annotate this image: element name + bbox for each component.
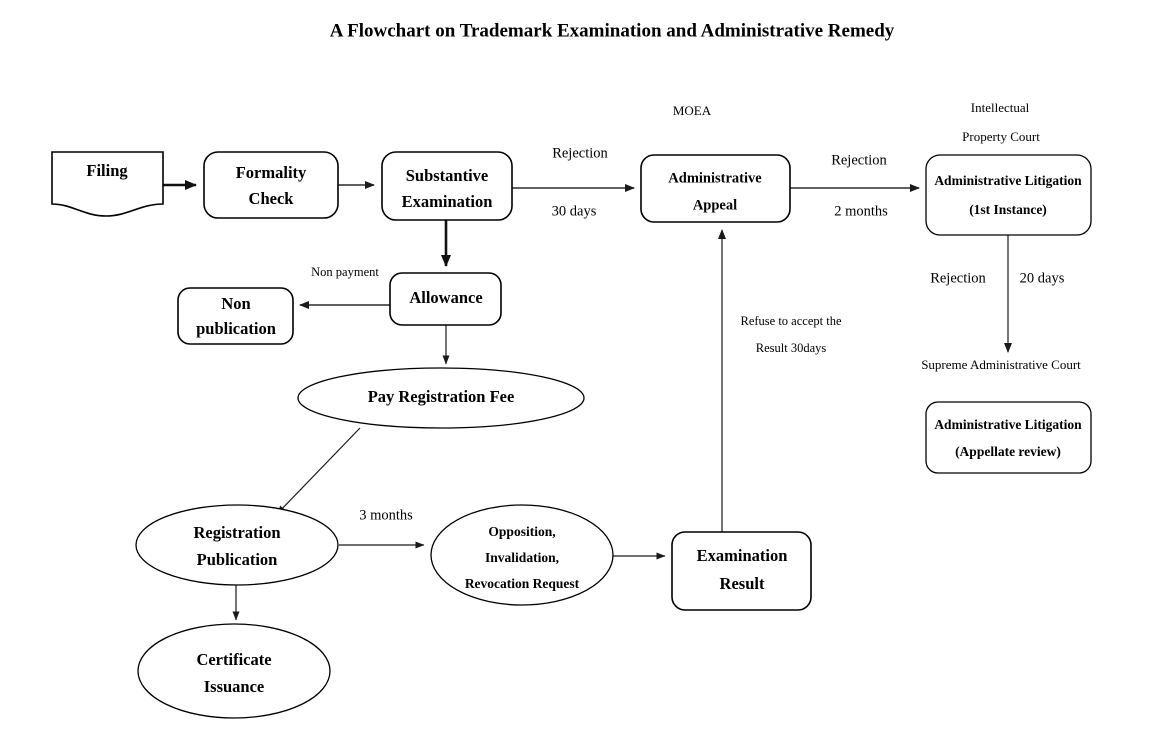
allowance-box [389, 272, 502, 326]
substantive-examination-label-line2: Examination [402, 192, 493, 211]
certificate-issuance-ellipse [137, 623, 331, 719]
edge-label-refuse-line2: Result 30days [756, 341, 827, 355]
administrative-appeal-label-line2: Appeal [693, 197, 737, 213]
administrative-litigation-first-label-line1: Administrative Litigation [934, 173, 1082, 188]
edge-label-2-months: 2 months [834, 203, 888, 219]
pay-registration-fee-label: Pay Registration Fee [368, 387, 515, 406]
node-non-publication[interactable]: Non publication [177, 287, 294, 345]
node-examination-result[interactable]: Examination Result [671, 531, 812, 611]
node-registration-publication[interactable]: Registration Publication [135, 504, 339, 586]
edge-label-30-days: 30 days [552, 203, 597, 219]
group-label-ip-court-line2: Property Court [962, 129, 1040, 144]
filing-label: Filing [86, 161, 128, 180]
non-publication-label-line1: Non [221, 294, 250, 313]
edge-payfee-to-registration [276, 427, 361, 515]
group-label-ip-court-line1: Intellectual [971, 100, 1030, 115]
edge-label-refuse-line1: Refuse to accept the [741, 314, 842, 328]
edge-label-rejection-appeal: Rejection [552, 145, 608, 161]
certificate-issuance-label-line2: Issuance [204, 677, 265, 696]
certificate-issuance-label-line1: Certificate [196, 650, 271, 669]
group-label-supreme-court: Supreme Administrative Court [921, 357, 1081, 372]
node-pay-registration-fee[interactable]: Pay Registration Fee [297, 367, 585, 429]
node-opposition-request[interactable]: Opposition, Invalidation, Revocation Req… [430, 504, 614, 606]
node-administrative-appeal[interactable]: Administrative Appeal [640, 154, 791, 223]
substantive-examination-box [381, 151, 513, 221]
administrative-litigation-appellate-label-line2: (Appellate review) [955, 444, 1061, 459]
edge-label-rejection-supreme: Rejection [930, 270, 986, 286]
opposition-request-label-line3: Revocation Request [465, 576, 580, 591]
pay-registration-fee-ellipse [297, 367, 585, 429]
formality-check-box [203, 151, 339, 219]
edge-label-rejection-litigation: Rejection [831, 152, 887, 168]
substantive-examination-label-line1: Substantive [406, 166, 489, 185]
examination-result-box [671, 531, 812, 611]
edge-label-non-payment: Non payment [311, 265, 379, 279]
formality-check-label-line1: Formality [236, 163, 307, 182]
group-label-moea: MOEA [673, 103, 712, 118]
administrative-litigation-first-box [925, 154, 1092, 236]
opposition-request-ellipse [430, 504, 614, 606]
node-certificate-issuance[interactable]: Certificate Issuance [137, 623, 331, 719]
node-administrative-litigation-first[interactable]: Administrative Litigation (1st Instance) [925, 154, 1092, 236]
administrative-appeal-box [640, 154, 791, 223]
opposition-request-label-line1: Opposition, [488, 524, 555, 539]
non-publication-box [177, 287, 294, 345]
opposition-request-label-line2: Invalidation, [485, 550, 559, 565]
examination-result-label-line1: Examination [697, 546, 788, 565]
edge-label-3-months: 3 months [359, 507, 413, 523]
page-title: A Flowchart on Trademark Examination and… [330, 20, 895, 41]
examination-result-label-line2: Result [720, 574, 765, 593]
registration-publication-ellipse [135, 504, 339, 586]
registration-publication-label-line1: Registration [193, 523, 280, 542]
node-filing[interactable]: Filing [51, 151, 164, 217]
node-administrative-litigation-appellate[interactable]: Administrative Litigation (Appellate rev… [925, 401, 1092, 474]
administrative-litigation-appellate-label-line1: Administrative Litigation [934, 417, 1082, 432]
node-allowance[interactable]: Allowance [389, 272, 502, 326]
non-publication-label-line2: publication [196, 319, 276, 338]
administrative-litigation-appellate-box [925, 401, 1092, 474]
edge-label-20-days: 20 days [1020, 270, 1065, 286]
allowance-label: Allowance [409, 288, 482, 307]
administrative-appeal-label-line1: Administrative [668, 170, 762, 186]
filing-document-shape [51, 151, 164, 217]
formality-check-label-line2: Check [249, 189, 295, 208]
administrative-litigation-first-label-line2: (1st Instance) [969, 202, 1047, 217]
node-formality-check[interactable]: Formality Check [203, 151, 339, 219]
node-substantive-examination[interactable]: Substantive Examination [381, 151, 513, 221]
registration-publication-label-line2: Publication [197, 550, 278, 569]
